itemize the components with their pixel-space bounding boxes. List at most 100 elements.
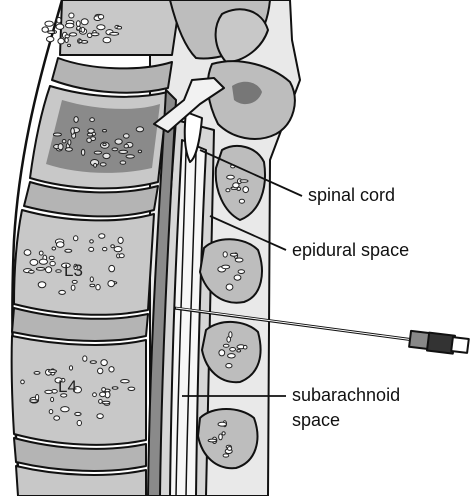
bone-speckle [102, 246, 108, 252]
bone-speckle [228, 331, 233, 339]
bone-speckle [125, 154, 135, 159]
bone-speckle [29, 258, 39, 266]
bone-speckle [41, 26, 49, 33]
bone-speckle [102, 129, 107, 133]
bone-speckle [74, 411, 82, 417]
bone-speckle [89, 239, 94, 244]
bone-speckle [52, 132, 62, 137]
bone-speckle [218, 433, 223, 441]
bone-speckle [93, 150, 103, 155]
cauda-equina-line-2 [185, 151, 197, 496]
bone-speckle [87, 128, 95, 134]
subarachnoid-label-line2: space [292, 410, 340, 430]
bone-speckle [48, 369, 57, 374]
bone-speckle [47, 30, 56, 34]
bone-speckle [239, 179, 249, 183]
bone-speckle [234, 257, 244, 263]
bone-speckle [111, 386, 119, 390]
bone-speckle [95, 284, 101, 291]
bone-speckle [98, 233, 106, 239]
bone-speckle [64, 34, 70, 39]
bone-speckle [28, 269, 35, 274]
bone-speckle [60, 406, 70, 413]
bone-speckle [49, 260, 56, 267]
bone-speckle [135, 126, 145, 133]
bone-speckle [44, 389, 53, 395]
bone-speckle [45, 266, 53, 274]
bone-speckle [78, 39, 83, 43]
bone-speckle [123, 143, 130, 149]
bone-speckle [68, 365, 74, 371]
bone-speckle [38, 250, 44, 256]
bone-speckle [65, 22, 75, 29]
bone-speckle [108, 366, 115, 373]
bone-speckle [119, 160, 127, 165]
bone-speckle [232, 182, 240, 189]
bone-speckle [227, 353, 236, 359]
intervertebral-disc-4 [13, 437, 147, 472]
bone-speckle [127, 386, 136, 391]
bone-speckle [68, 12, 75, 19]
bone-speckle [57, 143, 64, 151]
spinous-process-4 [197, 408, 259, 470]
bone-speckle [37, 281, 47, 289]
bone-speckle [23, 249, 32, 256]
bone-speckle [225, 363, 233, 369]
subarachnoid-csf [169, 139, 207, 496]
bone-speckle [217, 421, 227, 427]
vertebra-l3-label: L3 [64, 261, 83, 280]
bone-speckle [88, 246, 95, 252]
bone-speckle [76, 419, 83, 427]
bone-speckle [89, 276, 94, 283]
bone-speckle [110, 244, 115, 249]
bone-speckle [108, 264, 116, 273]
bone-speckle [114, 138, 123, 145]
bone-speckle [218, 349, 226, 357]
bone-speckle [102, 142, 107, 147]
epidural-space-leader-line [209, 215, 287, 251]
bone-speckle [56, 16, 62, 24]
bone-speckle [111, 147, 119, 152]
bone-speckle [96, 24, 106, 31]
epidural-space-label: epidural space [292, 240, 409, 260]
bone-speckle [96, 413, 104, 420]
bone-speckle [225, 188, 231, 193]
subarachnoid-label-line1: subarachnoid [292, 385, 400, 405]
bone-speckle [116, 25, 123, 30]
bone-speckle [227, 446, 233, 451]
bone-speckle [53, 415, 61, 421]
bone-speckle [236, 349, 242, 353]
bone-speckle [69, 32, 78, 37]
bone-speckle [109, 31, 120, 36]
bone-speckle [98, 398, 103, 404]
bone-speckle [100, 359, 108, 367]
bone-speckle [35, 394, 40, 401]
spinal-cord-leader-line [199, 149, 303, 197]
bone-speckle [99, 391, 107, 398]
bone-speckle [64, 248, 73, 253]
bone-speckle [102, 152, 111, 160]
spinal-cord [183, 111, 203, 163]
bone-speckle [44, 20, 54, 27]
bone-speckle [64, 37, 69, 43]
bone-speckle [80, 18, 89, 26]
bone-speckle [46, 36, 55, 43]
bone-speckle [117, 236, 124, 244]
bone-speckle [233, 274, 242, 281]
bone-speckle [50, 396, 55, 403]
bone-speckle [86, 137, 92, 143]
needle-stylet-cap [450, 336, 470, 354]
bone-speckle [237, 269, 246, 275]
bone-speckle [61, 262, 71, 269]
bone-speckle [55, 269, 62, 273]
vertebral-body-l5 [15, 465, 147, 496]
spinous-process-2 [199, 238, 263, 304]
bone-speckle [48, 255, 55, 261]
bone-speckle [242, 186, 249, 194]
bone-speckle [80, 148, 86, 156]
spinal-cord-label: spinal cord [308, 185, 395, 205]
bone-speckle [57, 37, 65, 45]
bone-speckle [75, 20, 81, 27]
